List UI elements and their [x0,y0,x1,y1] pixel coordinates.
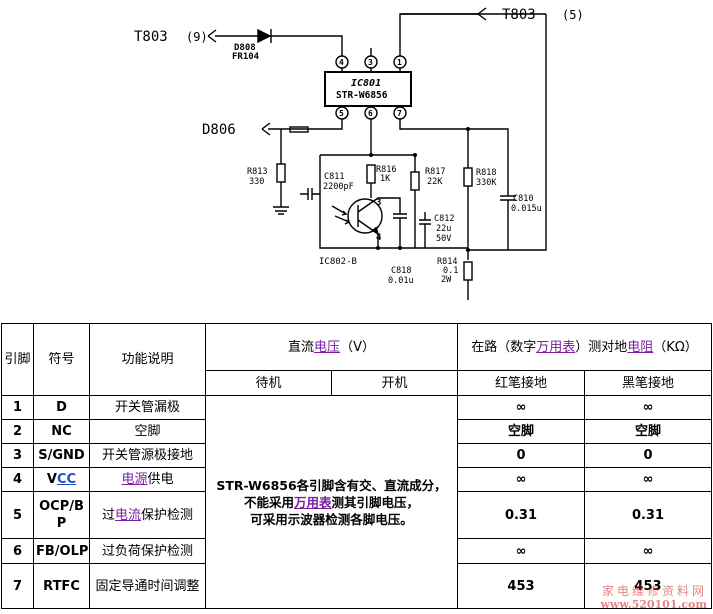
c818-name: C818 [391,266,411,276]
r813-value: 330 [249,177,264,187]
watermark-line-2: www.520101.com [600,598,707,611]
voltage-note: STR-W6856各引脚含有交、直流成分， 不能采用万用表测其引脚电压， 可采用… [205,395,458,609]
r814-value-1: 0.1 [443,266,458,276]
resistance-link[interactable]: 电阻 [627,339,654,355]
function-cell: 固定导通时间调整 [89,563,206,609]
r814-name: R814 [437,257,457,267]
r818-name: R818 [476,168,496,178]
pin-cell: 6 [1,538,34,564]
c810-value: 0.015u [511,204,542,214]
r816-value: 1K [380,174,391,184]
r814-value-2: 2W [441,275,452,285]
symbol-cell: OCP/BP [33,491,90,539]
d808-type: FR104 [232,52,260,62]
circuit-schematic: T803 (5) T803 (9) D808 FR104 4 3 1 IC801… [134,7,584,300]
header-standby: 待机 [205,370,332,396]
pin-cell: 3 [1,443,34,468]
pin-number-1: 1 [397,58,402,67]
black-probe-cell: ∞ [584,538,712,564]
current-link[interactable]: 电流 [114,507,141,523]
c812-value-1: 22u [436,224,451,234]
header-function: 功能说明 [89,323,206,396]
pin-number-5: 5 [339,109,344,118]
vcc-link[interactable]: CC [56,472,77,487]
note-line-2: 不能采用万用表测其引脚电压， [243,494,420,510]
black-probe-cell: 453 [584,563,712,609]
c812-name: C812 [434,214,454,224]
r816-name: R816 [376,165,396,175]
note-line-1: STR-W6856各引脚含有交、直流成分， [216,477,447,493]
black-probe-cell: ∞ [584,467,712,492]
red-probe-cell: ∞ [457,395,585,420]
function-cell: 开关管源极接地 [89,443,206,468]
d806-label: D806 [202,122,236,138]
function-cell: 电源供电 [89,467,206,492]
c811-name: C811 [324,172,344,182]
function-cell: 空脚 [89,419,206,444]
red-probe-cell: 0.31 [457,491,585,539]
c818-value: 0.01u [388,276,414,286]
pin-cell: 5 [1,491,34,539]
header-red-probe: 红笔接地 [457,370,585,396]
red-probe-cell: ∞ [457,538,585,564]
red-probe-cell: 空脚 [457,419,585,444]
pin-number-3: 3 [368,58,373,67]
t803-left-label: T803 [134,29,168,45]
header-on: 开机 [331,370,458,396]
c812-value-2: 50V [436,234,451,244]
black-probe-cell: 0 [584,443,712,468]
header-symbol: 符号 [33,323,90,396]
function-cell: 过负荷保护检测 [89,538,206,564]
pin-number-7: 7 [397,109,402,118]
note-multimeter-link[interactable]: 万用表 [293,494,332,510]
pin-cell: 7 [1,563,34,609]
header-dc-voltage: 直流电压（V） [205,323,458,371]
c810-name: C810 [513,194,533,204]
black-probe-cell: ∞ [584,395,712,420]
symbol-cell: S/GND [33,443,90,468]
red-probe-cell: ∞ [457,467,585,492]
pin-number-6: 6 [368,109,373,118]
r818-value: 330K [476,178,497,188]
symbol-cell: NC [33,419,90,444]
r817-name: R817 [425,167,445,177]
function-cell: 过电流保护检测 [89,491,206,539]
site-watermark: 家电维修资料网 www.520101.com [557,584,707,612]
d808-name: D808 [234,43,256,53]
pin-cell: 2 [1,419,34,444]
power-link[interactable]: 电源 [121,472,148,487]
pin-voltage-resistance-table: 引脚 符号 功能说明 直流电压（V） 在路（数字万用表）测对地电阻（KΩ） 待机… [1,323,712,609]
symbol-cell: D [33,395,90,420]
multimeter-link[interactable]: 万用表 [536,339,576,355]
black-probe-cell: 0.31 [584,491,712,539]
symbol-cell: FB/OLP [33,538,90,564]
red-probe-cell: 453 [457,563,585,609]
black-probe-cell: 空脚 [584,419,712,444]
symbol-cell: VCC [33,467,90,492]
watermark-line-1: 家电维修资料网 [601,584,707,598]
ic802-label: IC802-B [319,257,357,267]
header-black-probe: 黑笔接地 [584,370,712,396]
t803-top-pin: (5) [562,8,584,22]
opto-pin-3: 3 [376,198,381,208]
function-cell: 开关管漏极 [89,395,206,420]
header-resistance: 在路（数字万用表）测对地电阻（KΩ） [457,323,712,371]
header-pin: 引脚 [1,323,34,396]
ic801-name: IC801 [351,78,381,89]
note-line-3: 可采用示波器检测各脚电压。 [250,511,413,527]
r817-value: 22K [427,177,443,187]
pin-number-4: 4 [339,58,344,67]
ic801-model: STR-W6856 [336,90,388,101]
r813-name: R813 [247,167,267,177]
t803-left-pin: (9) [186,30,208,44]
red-probe-cell: 0 [457,443,585,468]
dc-voltage-link[interactable]: 电压 [314,339,341,355]
pin-cell: 1 [1,395,34,420]
opto-pin-4: 4 [376,233,382,243]
symbol-cell: RTFC [33,563,90,609]
pin-cell: 4 [1,467,34,492]
t803-top-label: T803 [502,7,536,23]
c811-value: 2200pF [323,182,354,192]
